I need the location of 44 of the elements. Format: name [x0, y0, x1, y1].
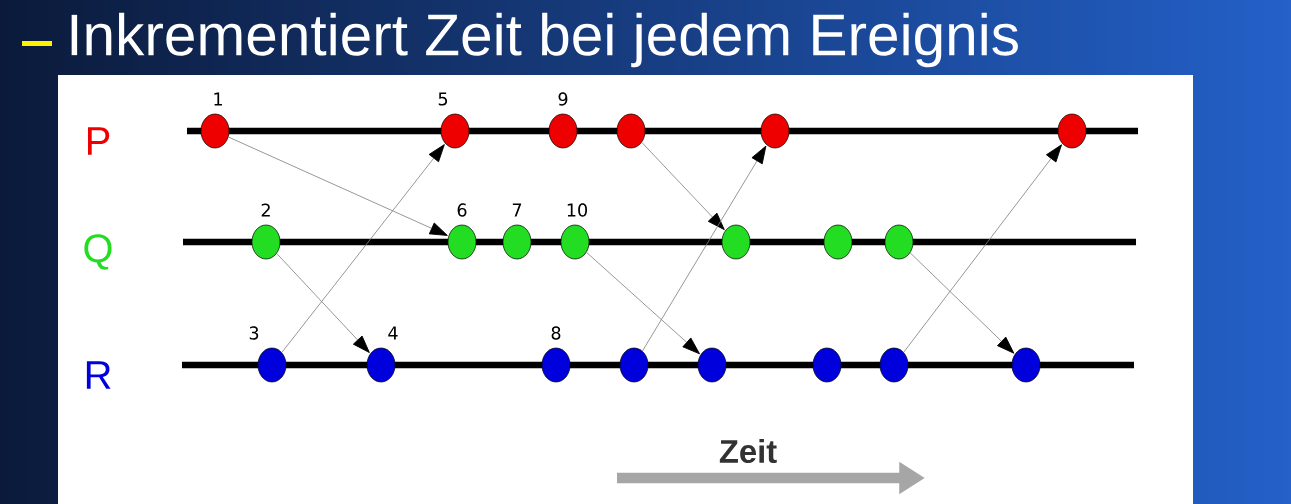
event-dot [823, 224, 853, 260]
message-arrow [281, 144, 445, 353]
event-dot [447, 224, 477, 260]
event-number: 3 [249, 326, 259, 340]
event-dot [616, 113, 646, 149]
message-arrow [642, 145, 767, 352]
event-dot [760, 113, 790, 149]
process-label: P [88, 127, 110, 155]
event-dot [560, 224, 590, 260]
message-arrow [586, 251, 700, 355]
event-number: 9 [558, 92, 568, 106]
event-dot [541, 347, 571, 383]
event-dot [257, 347, 287, 383]
message-arrow [228, 136, 448, 236]
message-arrow [903, 144, 1062, 353]
time-label: Zeit [719, 438, 777, 464]
event-dot [251, 224, 281, 260]
event-dot [1057, 113, 1087, 149]
message-arrow [641, 142, 725, 231]
event-number: 4 [388, 326, 398, 340]
event-number: 10 [567, 203, 587, 217]
event-number: 2 [261, 203, 270, 217]
message-arrow [276, 253, 370, 353]
event-dot [812, 347, 842, 383]
event-dot [879, 347, 909, 383]
process-label: R [86, 361, 111, 389]
event-dot [884, 224, 914, 260]
slide-title: Inkrementiert Zeit bei jedem Ereignis [71, 12, 1018, 68]
event-dot [502, 224, 532, 260]
event-dot [1011, 347, 1041, 383]
event-dot [440, 113, 470, 149]
event-number: 8 [551, 326, 561, 340]
event-number: 5 [438, 92, 448, 106]
message-arrow [909, 252, 1015, 354]
event-dot [721, 224, 751, 260]
event-number: 1 [214, 92, 222, 106]
event-dot [697, 347, 727, 383]
event-dot [366, 347, 396, 383]
event-dot [548, 113, 578, 149]
process-label: Q [84, 234, 112, 270]
event-dot [619, 347, 649, 383]
event-number: 6 [457, 203, 467, 217]
event-dot [200, 113, 230, 149]
event-number: 7 [512, 203, 522, 217]
